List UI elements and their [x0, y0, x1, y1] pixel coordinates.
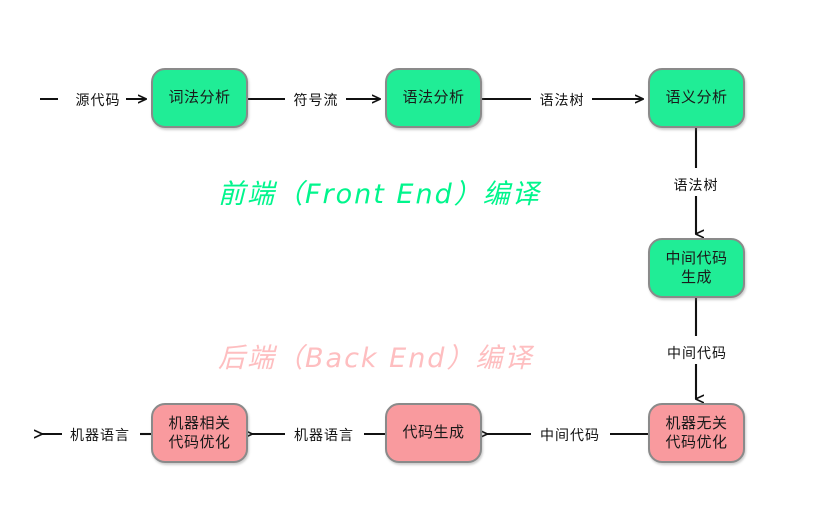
- edge-label-intermediate-code-bottom: 中间代码: [540, 428, 600, 444]
- node-semantic-analysis[interactable]: 语义分析: [648, 68, 745, 128]
- node-machine-independent-optimization-line1: 机器无关: [665, 413, 728, 432]
- node-machine-dependent-optimization[interactable]: 机器相关 代码优化: [151, 403, 248, 463]
- node-ir-generation[interactable]: 中间代码 生成: [648, 238, 745, 298]
- node-ir-generation-line2: 生成: [680, 268, 712, 286]
- node-machine-dependent-optimization-line2: 代码优化: [168, 433, 231, 451]
- node-ir-generation-label: 中间代码 生成: [661, 249, 731, 287]
- node-semantic-analysis-label: 语义分析: [665, 88, 728, 107]
- node-lexical-analysis[interactable]: 词法分析: [151, 68, 248, 128]
- node-syntax-analysis-label: 语法分析: [402, 88, 465, 107]
- node-code-generation-label: 代码生成: [402, 423, 465, 442]
- node-machine-independent-optimization-line2: 代码优化: [665, 433, 728, 451]
- node-syntax-analysis[interactable]: 语法分析: [385, 68, 482, 128]
- edge-label-machine-language-right: 机器语言: [294, 428, 354, 444]
- edge-label-syntax-tree-vertical: 语法树: [673, 178, 719, 194]
- edge-label-source-code: 源代码: [75, 93, 121, 109]
- edge-label-machine-language-left: 机器语言: [70, 428, 130, 444]
- node-lexical-analysis-label: 词法分析: [168, 88, 231, 107]
- node-code-generation[interactable]: 代码生成: [385, 403, 482, 463]
- edge-label-intermediate-code-vertical: 中间代码: [667, 346, 727, 362]
- phase-label-back-end: 后端（Back End）编译: [218, 343, 534, 374]
- node-ir-generation-line1: 中间代码: [665, 248, 728, 267]
- node-machine-dependent-optimization-label: 机器相关 代码优化: [164, 414, 234, 452]
- edge-label-syntax-tree-top: 语法树: [539, 93, 585, 109]
- node-machine-dependent-optimization-line1: 机器相关: [168, 413, 231, 432]
- phase-label-front-end: 前端（Front End）编译: [218, 179, 541, 210]
- node-machine-independent-optimization-label: 机器无关 代码优化: [661, 414, 731, 452]
- node-machine-independent-optimization[interactable]: 机器无关 代码优化: [648, 403, 745, 463]
- edge-label-token-stream: 符号流: [293, 93, 339, 109]
